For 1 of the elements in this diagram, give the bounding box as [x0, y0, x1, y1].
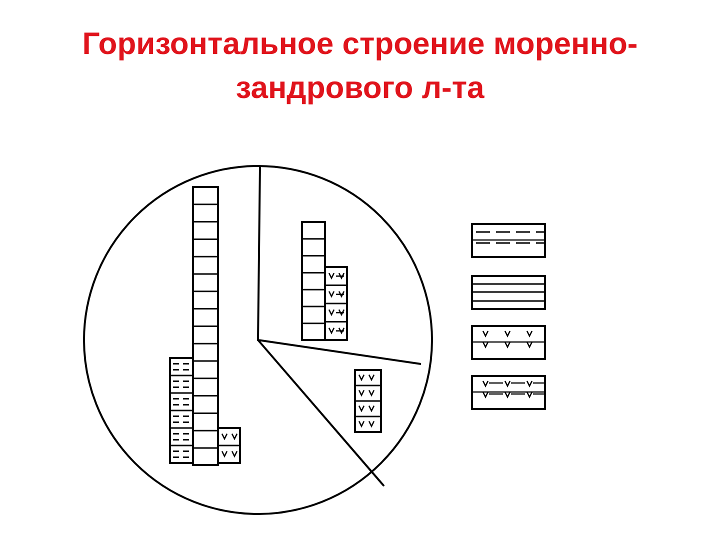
slide-title: Горизонтальное строение моренно-зандрового л-та — [81, 25, 639, 107]
